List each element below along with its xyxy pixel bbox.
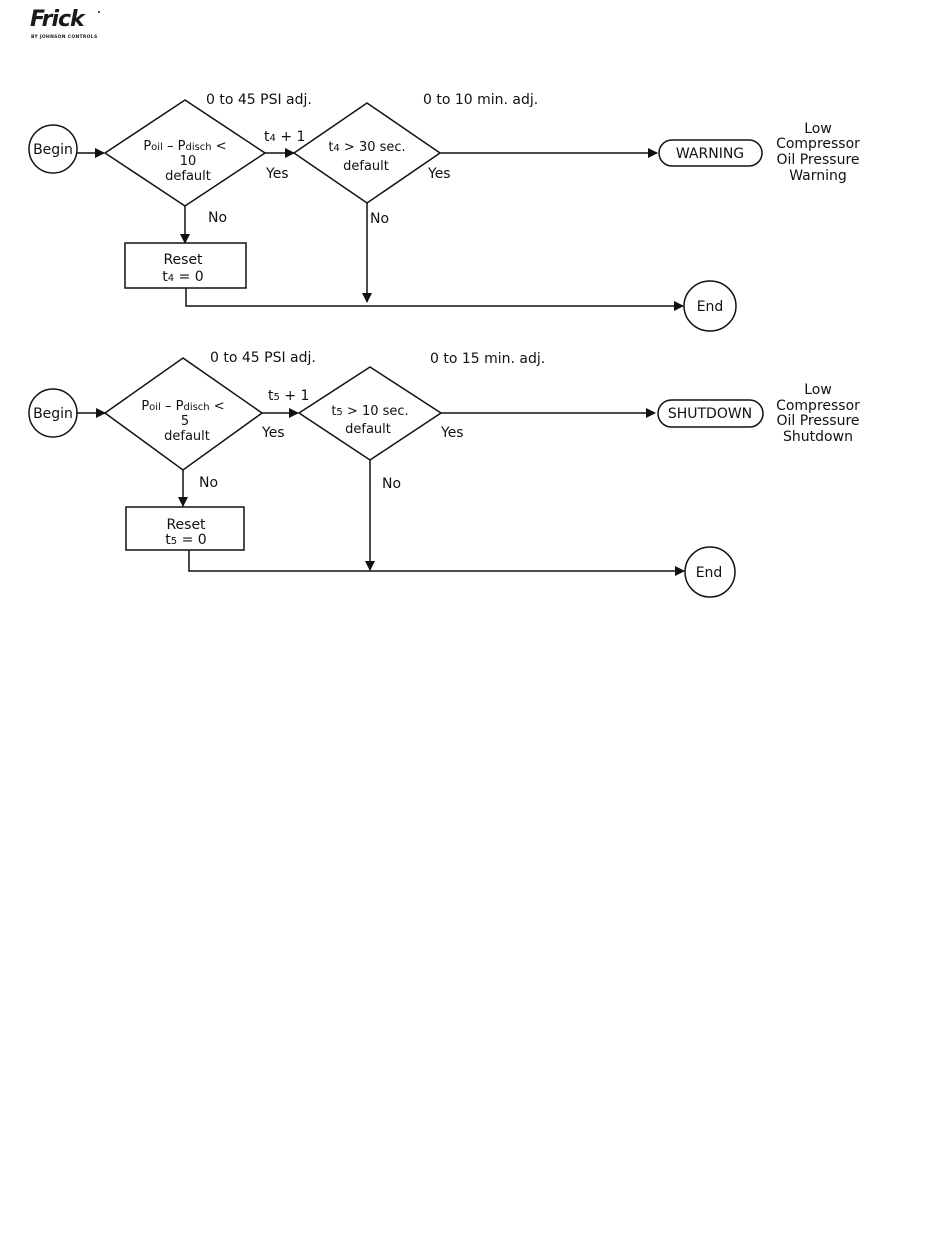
pressure-threshold-default: default: [164, 429, 210, 444]
decision1-no-label: No: [199, 475, 218, 491]
timer-condition-default: default: [345, 422, 391, 437]
pressure-range-note: 0 to 45 PSI adj.: [206, 92, 312, 108]
timer-reset-statement: t5 = 0: [165, 532, 206, 548]
pressure-threshold-default: default: [165, 169, 211, 184]
end-label: End: [696, 565, 723, 581]
timer-range-note: 0 to 15 min. adj.: [430, 351, 545, 367]
pressure-differential-condition: Poil – Pdisch <: [143, 139, 226, 154]
pressure-threshold-value: 5: [181, 414, 189, 429]
reset-to-end-arrow: [185, 288, 684, 311]
warning-flow: Begin Poil – Pdisch < 10 default 0 to 45…: [28, 92, 860, 332]
shutdown-description-line-2: Compressor: [776, 398, 860, 414]
shutdown-action-label: SHUTDOWN: [668, 406, 752, 422]
shutdown-description-line-4: Shutdown: [783, 429, 853, 445]
end-terminator: [683, 280, 737, 332]
shutdown-description-line-1: Low: [804, 382, 832, 398]
shutdown-flow: Begin Poil – Pdisch < 5 default 0 to 45 …: [28, 350, 860, 598]
begin-label: Begin: [33, 142, 73, 158]
pressure-threshold-value: 10: [180, 154, 197, 169]
warning-description-line-1: Low: [804, 121, 832, 137]
decision2-yes-label: Yes: [440, 425, 464, 441]
warning-terminator: [658, 139, 763, 167]
timer-range-note: 0 to 10 min. adj.: [423, 92, 538, 108]
decision1-yes-label: Yes: [265, 166, 289, 182]
end-label: End: [697, 299, 724, 315]
decision2-no-label: No: [382, 476, 401, 492]
shutdown-description-line-3: Oil Pressure: [776, 413, 859, 429]
shutdown-terminator: [657, 399, 764, 428]
timer-reset-title: Reset: [163, 252, 203, 268]
timer-condition-default: default: [343, 159, 389, 174]
pressure-range-note: 0 to 45 PSI adj.: [210, 350, 316, 366]
warning-description-line-4: Warning: [789, 168, 847, 184]
warning-action-label: WARNING: [676, 146, 744, 162]
timer-increment-label: t5 + 1: [268, 388, 309, 404]
decision2-yes-label: Yes: [427, 166, 451, 182]
logo-subtext: BY JOHNSON CONTROLS: [31, 35, 98, 40]
decision1-yes-label: Yes: [261, 425, 285, 441]
timer-condition: t5 > 10 sec.: [331, 404, 408, 419]
end-terminator: [684, 546, 736, 598]
frick-logo: Frick BY JOHNSON CONTROLS: [30, 8, 102, 42]
warning-description-line-2: Compressor: [776, 136, 860, 152]
begin-label: Begin: [33, 406, 73, 422]
logo-trademark-dot: [98, 11, 100, 13]
timer-reset-statement: t4 = 0: [162, 269, 203, 285]
warning-description-line-3: Oil Pressure: [776, 152, 859, 168]
timer-condition: t4 > 30 sec.: [328, 140, 405, 155]
begin-terminator: [28, 124, 78, 174]
reset-to-end-arrow: [188, 550, 685, 576]
timer-reset-box: [125, 506, 245, 551]
pressure-differential-condition: Poil – Pdisch <: [141, 399, 224, 414]
decision2-no-label: No: [370, 211, 389, 227]
logo-wordmark: Frick: [30, 7, 85, 32]
timer-increment-label: t4 + 1: [264, 129, 305, 145]
decision1-no-label: No: [208, 210, 227, 226]
timer-reset-title: Reset: [166, 517, 206, 533]
